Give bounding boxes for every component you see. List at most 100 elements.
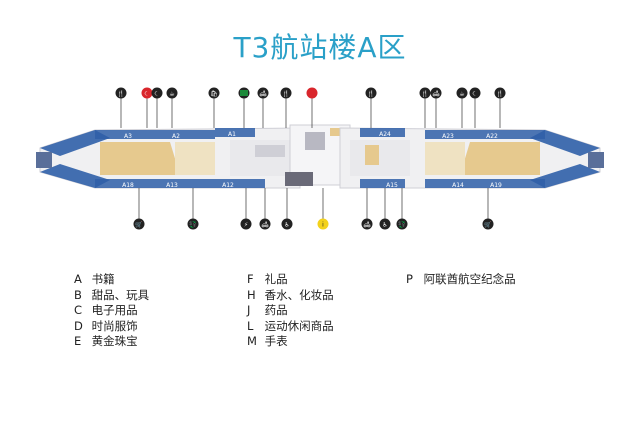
coffee-icon-glyph: ☕ (459, 91, 464, 98)
legend-item: L 运动休闲商品 (247, 319, 334, 335)
legend-item: B 甜品、玩具 (74, 288, 149, 304)
currency-icon (187, 218, 199, 230)
legend-label: 运动休闲商品 (261, 318, 334, 333)
gate-label: A18 (122, 182, 134, 189)
information-icon (317, 218, 329, 230)
legend-code: L (247, 318, 254, 333)
accessible-icon-glyph: ♿ (382, 222, 387, 229)
restaurant-icon (115, 87, 127, 99)
smoking-icon (240, 218, 252, 230)
prayer-icon (141, 87, 153, 99)
gate-label: A12 (222, 182, 234, 189)
emirates-store-icon (306, 87, 318, 99)
legend-code: D (74, 318, 83, 333)
legend-code: H (247, 287, 256, 302)
accessible-icon (281, 218, 293, 230)
uae-flag-icon-fill (240, 90, 248, 96)
prayer-icon (469, 87, 481, 99)
concourse-right (339, 127, 604, 189)
gate-label: A22 (486, 133, 498, 140)
prayer-icon-glyph: ☾ (154, 91, 159, 98)
legend-label: 药品 (261, 303, 288, 317)
shop-icon-glyph: 🛍 (210, 90, 218, 98)
restaurant-icon-glyph: 🍴 (496, 90, 503, 98)
legend-code: J (247, 303, 251, 317)
legend-label: 阿联酋航空纪念品 (420, 272, 516, 286)
legend-item: A 书籍 (74, 272, 149, 288)
restaurant-icon-glyph: 🍴 (421, 90, 428, 98)
currency-icon-glyph: 💱 (398, 221, 406, 229)
legend-code: M (247, 334, 257, 348)
smoking-icon-glyph: ⚡ (244, 222, 248, 229)
legend-label: 电子用品 (88, 303, 138, 317)
lounge-icon-glyph: 🛋 (432, 90, 440, 98)
currency-icon (396, 218, 408, 230)
restaurant-icon (365, 87, 377, 99)
gate-label: A24 (379, 131, 391, 138)
legend-code: F (247, 272, 254, 286)
legend-label: 黄金珠宝 (88, 334, 138, 348)
duty-free-icon-glyph: 🛒 (484, 221, 492, 229)
lounge-icon (257, 87, 269, 99)
gate-label: A1 (228, 131, 236, 138)
gate-label: A14 (452, 182, 464, 189)
gate-label: A15 (386, 182, 398, 189)
prayer-icon (151, 87, 163, 99)
restaurant-icon (280, 87, 292, 99)
restaurant-icon-glyph: 🍴 (117, 90, 124, 98)
duty-free-icon (133, 218, 145, 230)
legend-item: F 礼品 (247, 272, 334, 288)
accessible-icon-glyph: ♿ (284, 222, 289, 229)
accessible-icon (379, 218, 391, 230)
lounge-icon-glyph: 🛋 (259, 90, 267, 98)
information-icon-glyph: i (322, 222, 324, 229)
legend-item: M 手表 (247, 334, 334, 350)
gate-label: A23 (442, 133, 454, 140)
restaurant-icon (494, 87, 506, 99)
legend-code: B (74, 287, 82, 302)
legend-code: A (74, 272, 82, 286)
lounge-icon (259, 218, 271, 230)
legend-label: 甜品、玩具 (88, 287, 150, 302)
lounge-icon-glyph: 🛋 (363, 221, 371, 229)
gate-label: A13 (166, 182, 178, 189)
legend-item: D 时尚服饰 (74, 319, 149, 335)
gate-label: A3 (124, 133, 132, 140)
legend-item: J 药品 (247, 303, 334, 319)
duty-free-icon-glyph: 🛒 (135, 221, 143, 229)
legend-code: E (74, 334, 82, 348)
coffee-icon (456, 87, 468, 99)
coffee-icon (166, 87, 178, 99)
legend-item: E 黄金珠宝 (74, 334, 149, 350)
page-title: T3航站楼A区 (233, 31, 407, 64)
legend-col-3: P 阿联酋航空纪念品 (406, 272, 516, 288)
restaurant-icon-glyph: 🍴 (367, 90, 374, 98)
restaurant-icon-glyph: 🍴 (282, 90, 289, 98)
legend-label: 手表 (261, 334, 288, 348)
lounge-icon-glyph: 🛋 (261, 221, 269, 229)
restaurant-icon (419, 87, 431, 99)
gate-label: A2 (172, 133, 180, 140)
prayer-icon-glyph: ☾ (144, 91, 149, 98)
duty-free-icon (482, 218, 494, 230)
legend-item: P 阿联酋航空纪念品 (406, 272, 516, 288)
legend-label: 时尚服饰 (88, 318, 138, 333)
gate-label: A19 (490, 182, 502, 189)
lounge-icon (430, 87, 442, 99)
currency-icon-glyph: 💱 (189, 221, 197, 229)
legend-item: C 电子用品 (74, 303, 149, 319)
legend-code: C (74, 303, 83, 317)
lounge-icon (361, 218, 373, 230)
prayer-icon-glyph: ☾ (472, 91, 477, 98)
legend-item: H 香水、化妆品 (247, 288, 334, 304)
legend-label: 礼品 (261, 272, 288, 286)
concourse-left (36, 127, 301, 189)
legend-label: 香水、化妆品 (261, 287, 334, 302)
legend-label: 书籍 (88, 272, 115, 286)
legend-code: P (406, 272, 413, 286)
shop-icon (208, 87, 220, 99)
coffee-icon-glyph: ☕ (169, 91, 174, 98)
